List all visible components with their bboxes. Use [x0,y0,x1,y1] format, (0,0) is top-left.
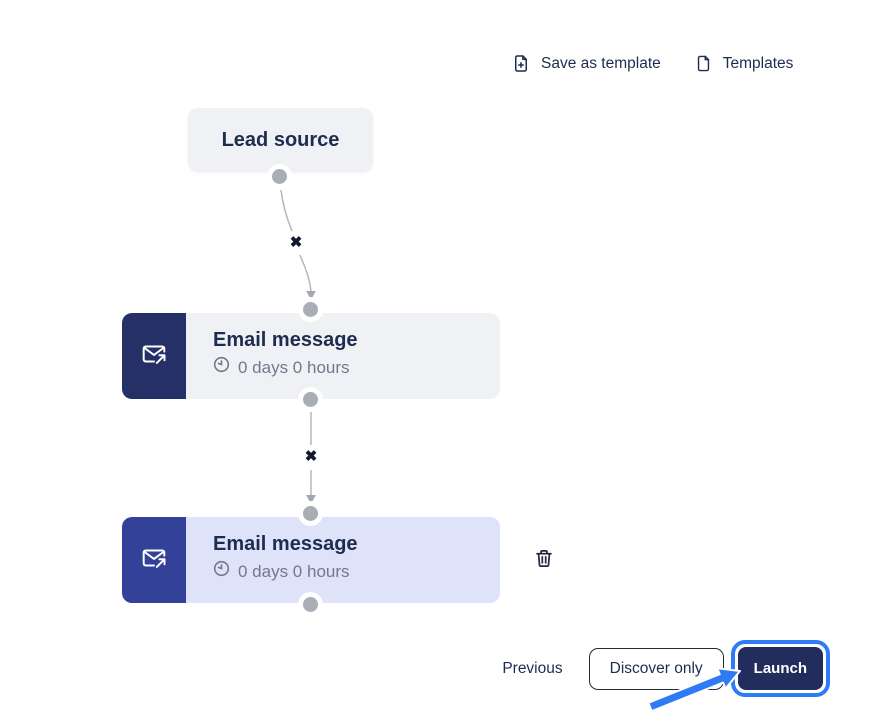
file-plus-icon [512,54,530,73]
email-step-title: Email message [213,329,358,351]
connector-dot[interactable] [267,164,292,189]
email-step-delay: 0 days 0 hours [213,356,500,379]
connector-dot[interactable] [298,387,323,412]
email-send-icon [136,543,172,578]
connector-dot[interactable] [298,297,323,322]
lead-source-node[interactable]: Lead source [188,108,373,172]
trash-icon [534,548,554,572]
launch-highlight-annotation: Launch [730,640,830,697]
email-step-body: Email message 0 days 0 hours [186,313,500,399]
email-step-body: Email message 0 days 0 hours [186,517,567,603]
lead-source-title: Lead source [221,128,340,151]
email-step-delay-text: 0 days 0 hours [238,561,350,581]
delete-step-button[interactable] [521,537,567,583]
templates-label: Templates [722,54,794,72]
footer-actions: Previous Discover only Launch [502,640,830,697]
email-step-icon-box [122,517,186,603]
launch-button[interactable]: Launch [737,647,823,690]
email-send-icon [136,339,172,374]
connector-line [280,189,293,232]
file-icon [695,54,712,73]
discover-only-button[interactable]: Discover only [588,647,724,690]
connector-dot[interactable] [298,592,323,617]
email-step-node-1[interactable]: Email message 0 days 0 hours [122,313,500,399]
email-step-delay: 0 days 0 hours [213,560,500,583]
clock-icon [213,560,230,583]
save-as-template-label: Save as template [541,54,661,72]
email-step-node-2[interactable]: Email message 0 days 0 hours [122,517,567,603]
clock-icon [213,356,230,379]
remove-connection-icon[interactable]: ✖ [285,232,307,254]
save-as-template-button[interactable]: Save as template [512,54,661,73]
email-step-title: Email message [213,533,358,555]
connector-line [299,254,312,293]
email-step-delay-text: 0 days 0 hours [238,357,350,377]
header-actions: Save as template Templates [512,54,793,73]
connector-dot[interactable] [298,501,323,526]
email-step-icon-box [122,313,186,399]
remove-connection-icon[interactable]: ✖ [300,446,322,468]
previous-button[interactable]: Previous [502,659,563,677]
templates-button[interactable]: Templates [695,54,794,73]
